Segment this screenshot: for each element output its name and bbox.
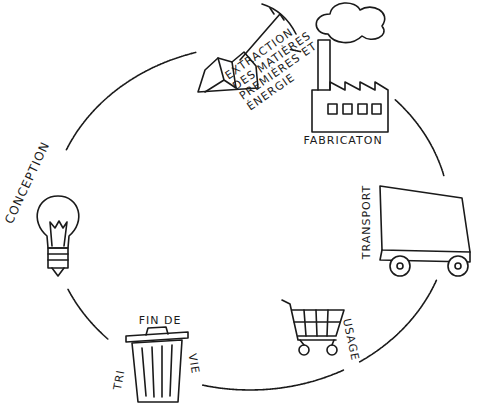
cycle-arc [360,280,437,362]
trash-bin-icon [126,327,188,402]
stage-label: CONCEPTION [3,140,53,227]
lifecycle-stage: EXTRACTION DES MATIÈRES PREMIÈRES ET ÉNE… [195,0,290,118]
lifecycle-stage: USAGE [282,295,360,370]
stage-label: TRANSPORT [361,185,374,260]
stage-label: VIE [185,353,201,376]
lifecycle-stage: TRANSPORT [355,175,477,280]
factory-icon [312,3,388,132]
cycle-arc [395,100,444,176]
stage-label: USAGE [339,318,360,363]
stage-label: FIN DE [139,315,182,328]
stage-label: FABRICATON [303,135,382,148]
lifecycle-stage: FABRICATON [300,0,395,152]
truck-icon [380,186,470,276]
cart-icon [282,300,344,355]
cycle-arc [68,289,108,339]
cycle-arc [66,52,195,149]
cycle-arc [203,370,344,390]
stage-label: EXTRACTION DES MATIÈRES PREMIÈRES ET ÉNE… [223,10,340,113]
lifecycle-stage: CONCEPTION [20,150,90,290]
stage-label: TRI [112,369,128,391]
lightbulb-icon [37,196,79,276]
lifecycle-stage: FIN DE VIE TRI [108,315,203,403]
